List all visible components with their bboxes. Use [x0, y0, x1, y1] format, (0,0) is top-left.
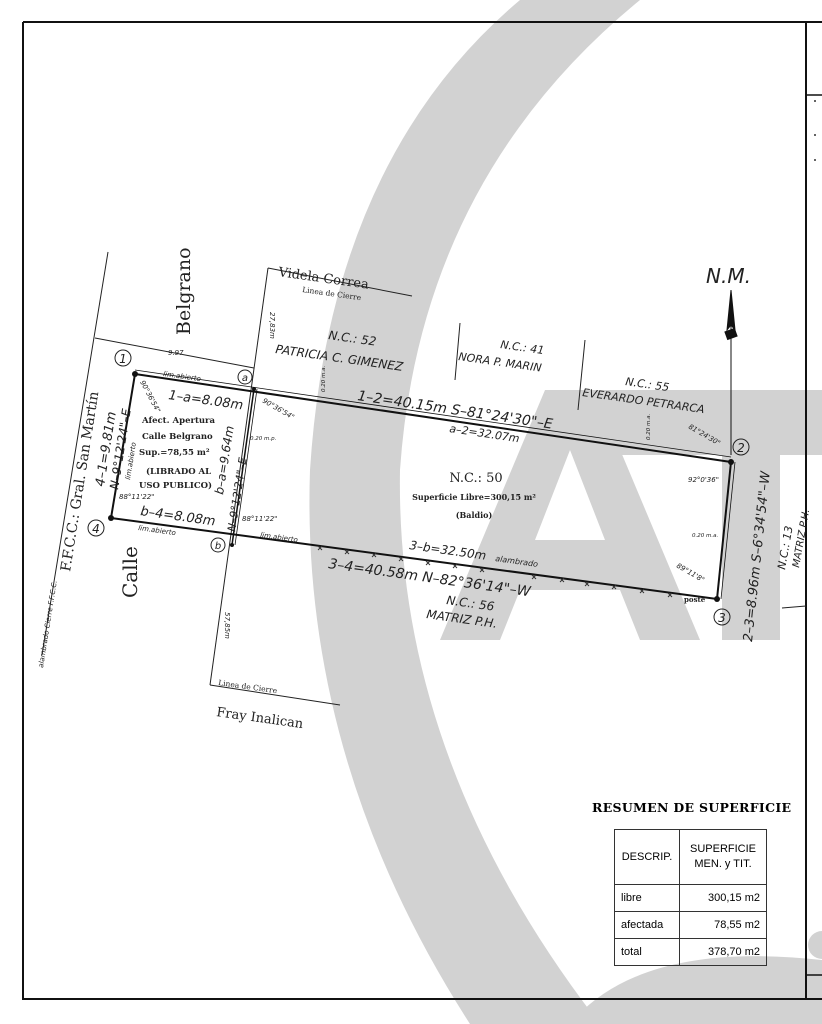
point-4-label: 4 — [92, 522, 100, 536]
row-label: total — [614, 938, 680, 966]
angle-a: 90°36'54" — [261, 397, 296, 422]
angle-4: 88°11'22" — [119, 493, 154, 501]
side-1-a: 1–a=8.08m — [167, 388, 244, 413]
vertex-markers — [108, 371, 734, 602]
fence-marks — [317, 545, 673, 598]
row-value: 300,15 m2 — [679, 884, 767, 912]
summary-table: DESCRIP. SUPERFICIE MEN. y TIT. libre 300… — [614, 829, 767, 966]
header-superficie-line-2: MEN. y TIT. — [694, 858, 752, 870]
nc50-surface: Superficie Libre=300,15 m² — [412, 492, 536, 502]
street-belgrano: Belgrano — [173, 247, 195, 335]
row-value: 78,55 m2 — [679, 911, 767, 939]
drawing-frame — [22, 21, 822, 1000]
point-3-label: 3 — [718, 611, 726, 625]
lim-abierto-b: lim.abierto — [260, 531, 299, 544]
alambrado-ffcc: alambrado Cierre F.F.C.C. — [37, 580, 59, 668]
point-labels — [87, 349, 750, 626]
header-descrip: DESCRIP. — [614, 829, 680, 885]
row-label: afectada — [614, 911, 680, 939]
offset-ma-1: 0.20 m.a. — [321, 366, 327, 392]
watermark-logo — [309, 0, 822, 1024]
angle-3: 89°11'8" — [675, 562, 706, 584]
row-value: 378,70 m2 — [679, 938, 767, 966]
nc41-label: N.C.: 41 — [500, 338, 545, 357]
north-arrow-icon — [724, 289, 738, 455]
dim-27-83: 27,83m — [268, 312, 276, 339]
nc56-label: N.C.: 56 — [446, 593, 496, 614]
affect-line-3: Sup.=78,55 m² — [139, 448, 210, 458]
nc52-label: N.C.: 52 — [328, 328, 378, 349]
offset-ma-2: 0.20 m.a. — [646, 414, 652, 440]
dim-57-85: 57,85m — [223, 612, 231, 639]
header-superficie-line-1: SUPERFICIE — [689, 843, 756, 855]
angle-b: 88°11'22" — [242, 515, 277, 523]
offset-ma-3: 0.20 m.a. — [692, 533, 718, 539]
linea-cierre-bottom: Linea de Cierre — [218, 678, 279, 695]
dim-9-97: 9.97 — [168, 349, 184, 357]
north-label: N.M. — [706, 264, 751, 288]
nc50-note: (Baldio) — [456, 510, 493, 520]
street-calle: Calle — [118, 546, 142, 598]
street-lines — [41, 251, 807, 706]
row-label: libre — [614, 884, 680, 912]
nc50-label: N.C.: 50 — [449, 471, 502, 486]
table-header-row: DESCRIP. SUPERFICIE MEN. y TIT. — [614, 829, 767, 885]
surface-summary: RESUMEN DE SUPERFICIE DESCRIP. SUPERFICI… — [592, 800, 792, 966]
point-2-label: 2 — [737, 441, 745, 455]
affect-line-1: Afect. Apertura — [141, 416, 216, 426]
table-row: afectada 78,55 m2 — [614, 911, 767, 939]
nc55-label: N.C.: 55 — [625, 375, 670, 394]
nc13-owner: MATRIZ P.H. — [791, 508, 812, 568]
affect-line-2: Calle Belgrano — [142, 432, 213, 442]
table-row: total 378,70 m2 — [614, 938, 767, 966]
point-1-label: 1 — [119, 352, 127, 366]
street-fray-inalican: Fray Inalican — [215, 705, 304, 732]
offset-mp: 0.20 m.p. — [250, 436, 277, 442]
affect-line-4: (LIBRADO AL — [146, 466, 211, 477]
angle-2b: 92°0'36" — [688, 476, 719, 484]
table-row: libre 300,15 m2 — [614, 884, 767, 912]
angle-1: 90°36'54" — [138, 379, 162, 414]
title-block-bullets — [814, 100, 816, 161]
summary-title: RESUMEN DE SUPERFICIE — [592, 800, 792, 815]
affect-line-5: USO PUBLICO) — [139, 480, 212, 491]
point-a-label: a — [242, 373, 248, 384]
header-superficie: SUPERFICIE MEN. y TIT. — [679, 829, 767, 885]
point-b-label: b — [215, 541, 221, 552]
poste-label: poste — [684, 595, 706, 604]
